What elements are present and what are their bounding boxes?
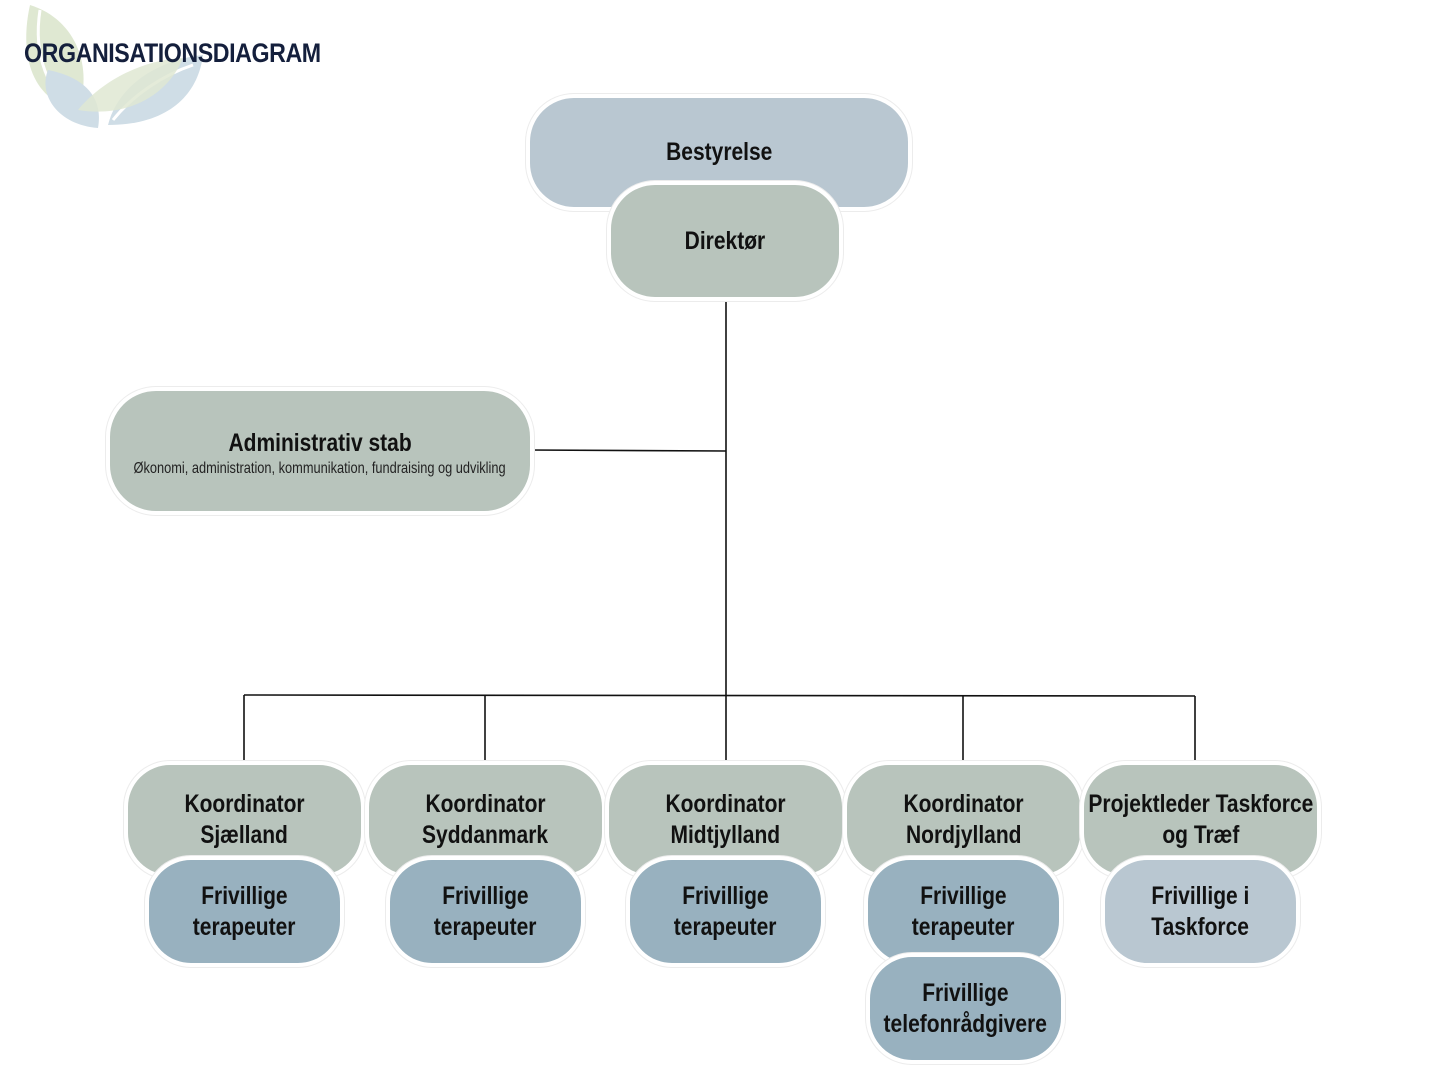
node-frivillige-nordjylland-line1: Frivillige (920, 881, 1007, 910)
node-frivillige-telefon-line1: Frivillige (922, 978, 1009, 1007)
node-koordinator-syddanmark-line1: Koordinator (425, 790, 546, 818)
node-frivillige-telefon-line2: telefonrådgivere (883, 1009, 1048, 1038)
node-frivillige-terapeuter-sjaelland: Frivillige terapeuter (145, 856, 344, 967)
node-koordinator-midtjylland: Koordinator Midtjylland (605, 761, 846, 879)
node-frivillige-midtjylland-line1: Frivillige (682, 881, 769, 910)
node-frivillige-sjaelland-line1: Frivillige (201, 881, 288, 910)
node-frivillige-telefonraadgivere: Frivillige telefonrådgivere (866, 953, 1065, 1064)
node-bestyrelse-label: Bestyrelse (665, 138, 773, 166)
node-frivillige-taskforce-line1: Frivillige i (1151, 881, 1250, 910)
node-koordinator-syddanmark-line2: Syddanmark (422, 821, 549, 849)
node-koordinator-sjaelland-line2: Sjælland (200, 821, 289, 849)
node-frivillige-terapeuter-nordjylland: Frivillige terapeuter (864, 856, 1063, 967)
node-koordinator-nordjylland-line2: Nordjylland (905, 821, 1022, 849)
node-frivillige-syddanmark-line2: terapeuter (434, 912, 537, 941)
line-horizontal-bus (243, 694, 1196, 697)
node-projektleder-taskforce-line2: og Træf (1161, 821, 1239, 849)
node-koordinator-nordjylland-line1: Koordinator (903, 790, 1024, 818)
node-koordinator-sjaelland: Koordinator Sjælland (124, 761, 365, 879)
node-frivillige-midtjylland-line2: terapeuter (674, 912, 777, 941)
node-direktor-label: Direktør (684, 226, 766, 255)
node-frivillige-i-taskforce: Frivillige i Taskforce (1101, 856, 1300, 967)
node-projektleder-taskforce-line1: Projektleder Taskforce (1088, 790, 1313, 818)
node-koordinator-sjaelland-line1: Koordinator (184, 790, 305, 818)
line-admin-branch (527, 449, 727, 452)
node-koordinator-midtjylland-line1: Koordinator (665, 790, 786, 818)
node-administrativ-stab: Administrativ stab Økonomi, administrati… (106, 387, 534, 515)
node-frivillige-terapeuter-syddanmark: Frivillige terapeuter (386, 856, 585, 967)
node-frivillige-sjaelland-line2: terapeuter (193, 912, 296, 941)
node-administrativ-stab-label: Administrativ stab (228, 428, 412, 457)
node-administrativ-stab-sublabel: Økonomi, administration, kommunikation, … (133, 459, 507, 477)
page-title: ORGANISATIONSDIAGRAM (24, 38, 321, 68)
node-direktor: Direktør (607, 181, 843, 301)
node-frivillige-nordjylland-line2: terapeuter (912, 912, 1015, 941)
leaf-logo-icon (26, 5, 203, 128)
node-frivillige-syddanmark-line1: Frivillige (442, 881, 529, 910)
node-frivillige-terapeuter-midtjylland: Frivillige terapeuter (626, 856, 825, 967)
node-koordinator-midtjylland-line2: Midtjylland (670, 821, 781, 849)
node-frivillige-taskforce-line2: Taskforce (1151, 912, 1250, 941)
